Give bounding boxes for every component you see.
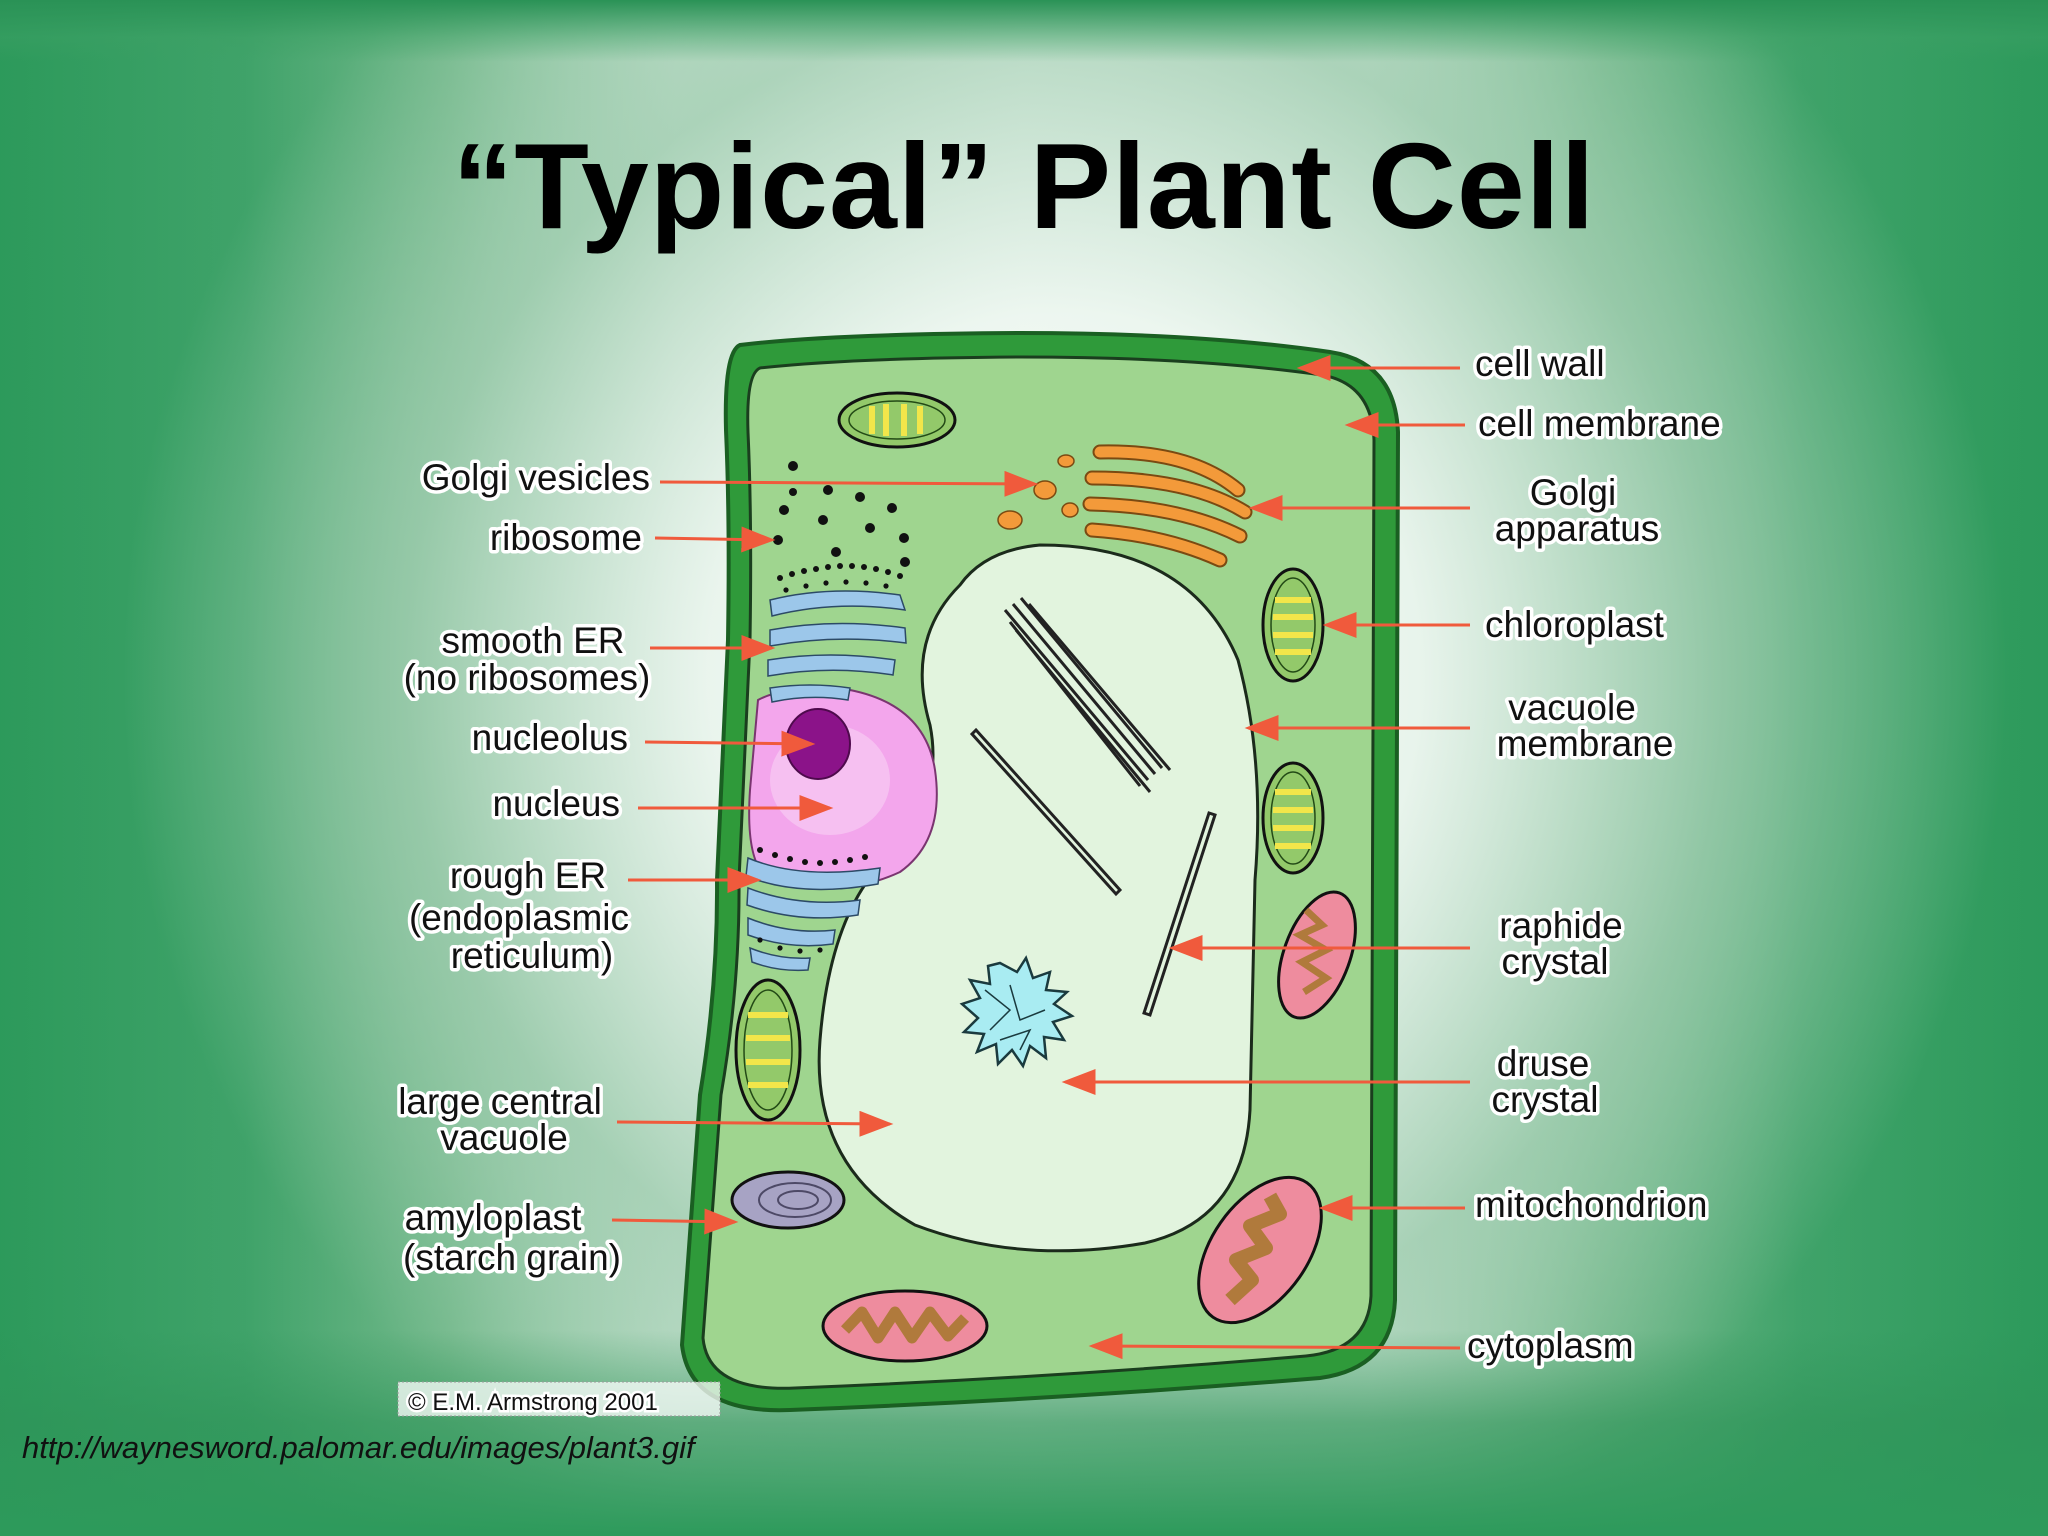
mitochondrion-bottom [821, 1289, 989, 1363]
label-cell-membrane: cell membrane [1478, 403, 1721, 444]
label-rough-er-note-1: (endoplasmic [409, 897, 629, 938]
arrow-nucleolus [644, 730, 816, 757]
label-chloroplast: chloroplast [1485, 604, 1665, 645]
label-golgi-apparatus: Golgi [1530, 472, 1616, 513]
amyloplast-shape [730, 1170, 846, 1230]
chloroplast-left [734, 978, 802, 1122]
label-amyloplast: amyloplast [405, 1197, 583, 1238]
label-cytoplasm: cytoplasm [1467, 1325, 1634, 1366]
rough-er-shape [745, 856, 881, 972]
smooth-er-shape [767, 590, 907, 703]
label-arrows [611, 355, 1470, 1360]
arrow-amyloplast [611, 1208, 739, 1235]
raphide-bundle-shape [1003, 597, 1172, 793]
label-druse-crystal-2: crystal [1492, 1079, 1599, 1120]
label-smooth-er-note: (no ribosomes) [404, 657, 651, 698]
chloroplast-top [837, 391, 957, 449]
golgi-apparatus-shape [1082, 444, 1253, 568]
label-vacuole-membrane-2: membrane [1497, 723, 1674, 764]
label-mitochondrion: mitochondrion [1475, 1184, 1707, 1225]
label-druse-crystal: druse [1497, 1043, 1590, 1084]
label-vacuole-membrane: vacuole [1508, 687, 1636, 728]
copyright-box [397, 1381, 721, 1417]
chloroplast-right-2 [1261, 761, 1325, 875]
rough-er-ribosome-dots [757, 847, 868, 954]
chloroplast-right-1 [1261, 567, 1325, 683]
mitochondrion-right-small [1277, 890, 1357, 1020]
label-rough-er-note-2: reticulum) [451, 935, 613, 976]
page-title: “Typical” Plant Cell [452, 118, 1596, 254]
arrow-large-central-vacuole [616, 1110, 894, 1137]
label-nucleolus: nucleolus [472, 717, 628, 758]
label-cell-wall: cell wall [1475, 343, 1605, 384]
arrow-golgi-vesicles [659, 470, 1039, 497]
label-raphide-crystal: raphide [1499, 905, 1622, 946]
arrow-ribosome [654, 526, 776, 553]
arrow-cytoplasm [1088, 1333, 1461, 1360]
er-ribosome-dots [777, 563, 903, 593]
copyright-text: © E.M. Armstrong 2001 [408, 1389, 658, 1416]
label-golgi-apparatus-2: apparatus [1495, 508, 1660, 549]
top-background-band [0, 0, 2048, 62]
label-nucleus: nucleus [492, 783, 620, 824]
label-amyloplast-note: (starch grain) [403, 1237, 621, 1278]
label-rough-er: rough ER [450, 855, 606, 896]
source-url: http://waynesword.palomar.edu/images/pla… [22, 1430, 695, 1465]
label-golgi-vesicles: Golgi vesicles [422, 457, 650, 498]
mitochondrion-right-large [1197, 1175, 1323, 1325]
label-raphide-crystal-2: crystal [1502, 941, 1609, 982]
label-smooth-er: smooth ER [441, 620, 624, 661]
label-ribosome: ribosome [490, 517, 642, 558]
label-large-central-vacuole-2: vacuole [440, 1117, 568, 1158]
ribosome-dots [773, 461, 910, 567]
label-large-central-vacuole: large central [398, 1081, 602, 1122]
druse-crystal-inner [984, 984, 1046, 1051]
golgi-vesicles-shape [997, 454, 1079, 530]
